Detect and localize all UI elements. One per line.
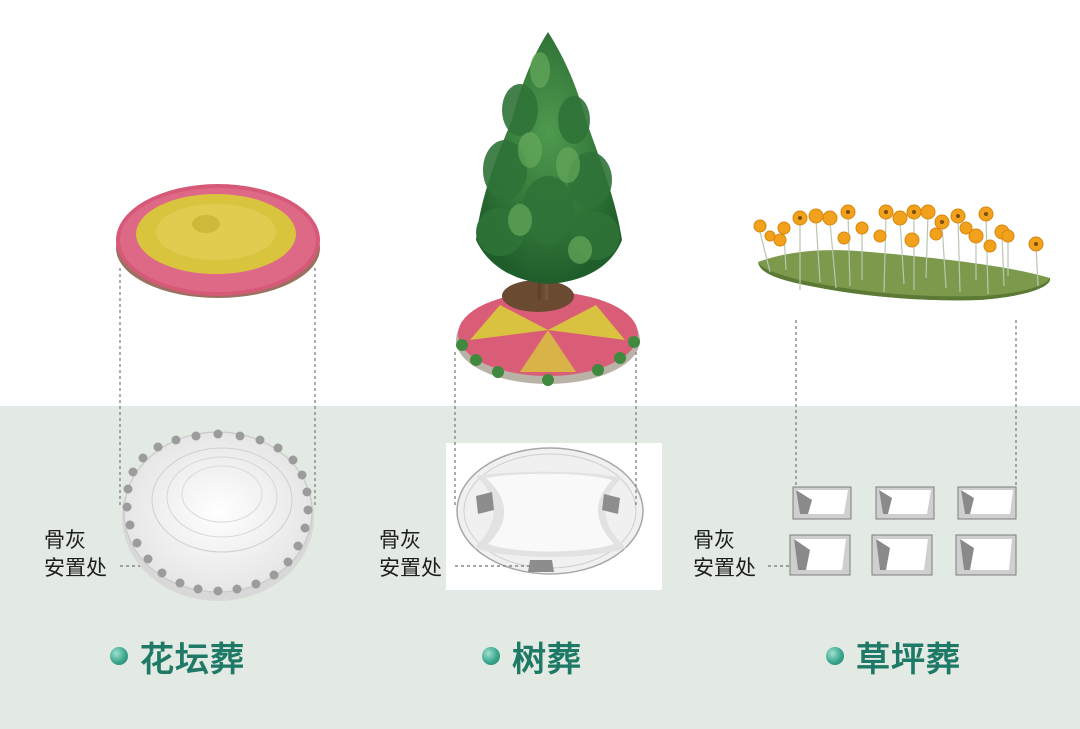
tree-illustration: [456, 32, 640, 386]
niche-box: [792, 486, 852, 520]
flowerbed-illustration: [116, 184, 320, 298]
label-line-2: 安置处: [379, 556, 442, 580]
lawn-illustration: [753, 204, 1051, 301]
niche-box: [871, 534, 933, 576]
flowerbed-burial-title: 花坛葬: [110, 632, 245, 680]
bullet-dot-icon: [826, 647, 844, 665]
niche-holes: [122, 429, 313, 596]
section-title-text: 树葬: [512, 639, 582, 680]
tree-leader-lines: [454, 352, 637, 567]
label-line-1: 骨灰: [379, 528, 421, 552]
lawn-burial-niches: [789, 486, 1017, 576]
niche-box: [789, 534, 851, 576]
label-line-2: 安置处: [44, 556, 107, 580]
niche-box: [955, 534, 1017, 576]
bullet-dot-icon: [110, 647, 128, 665]
tree-ash-location-label: 骨灰 安置处: [379, 526, 442, 582]
niche-box: [875, 486, 935, 520]
niche-box: [957, 486, 1017, 520]
lawn-burial-title: 草坪葬: [826, 632, 961, 680]
label-line-1: 骨灰: [44, 528, 86, 552]
section-title-text: 草坪葬: [856, 639, 961, 680]
tree-plan-panel: [446, 443, 662, 590]
label-line-1: 骨灰: [693, 528, 735, 552]
flowerbed-ash-location-label: 骨灰 安置处: [44, 526, 107, 582]
section-title-text: 花坛葬: [140, 639, 245, 680]
tree-burial-title: 树葬: [482, 632, 582, 680]
bullet-dot-icon: [482, 647, 500, 665]
label-line-2: 安置处: [693, 556, 756, 580]
lawn-leader-lines: [768, 320, 1017, 567]
lawn-ash-location-label: 骨灰 安置处: [693, 526, 756, 582]
flowerbed-plan-disc: [122, 429, 314, 601]
